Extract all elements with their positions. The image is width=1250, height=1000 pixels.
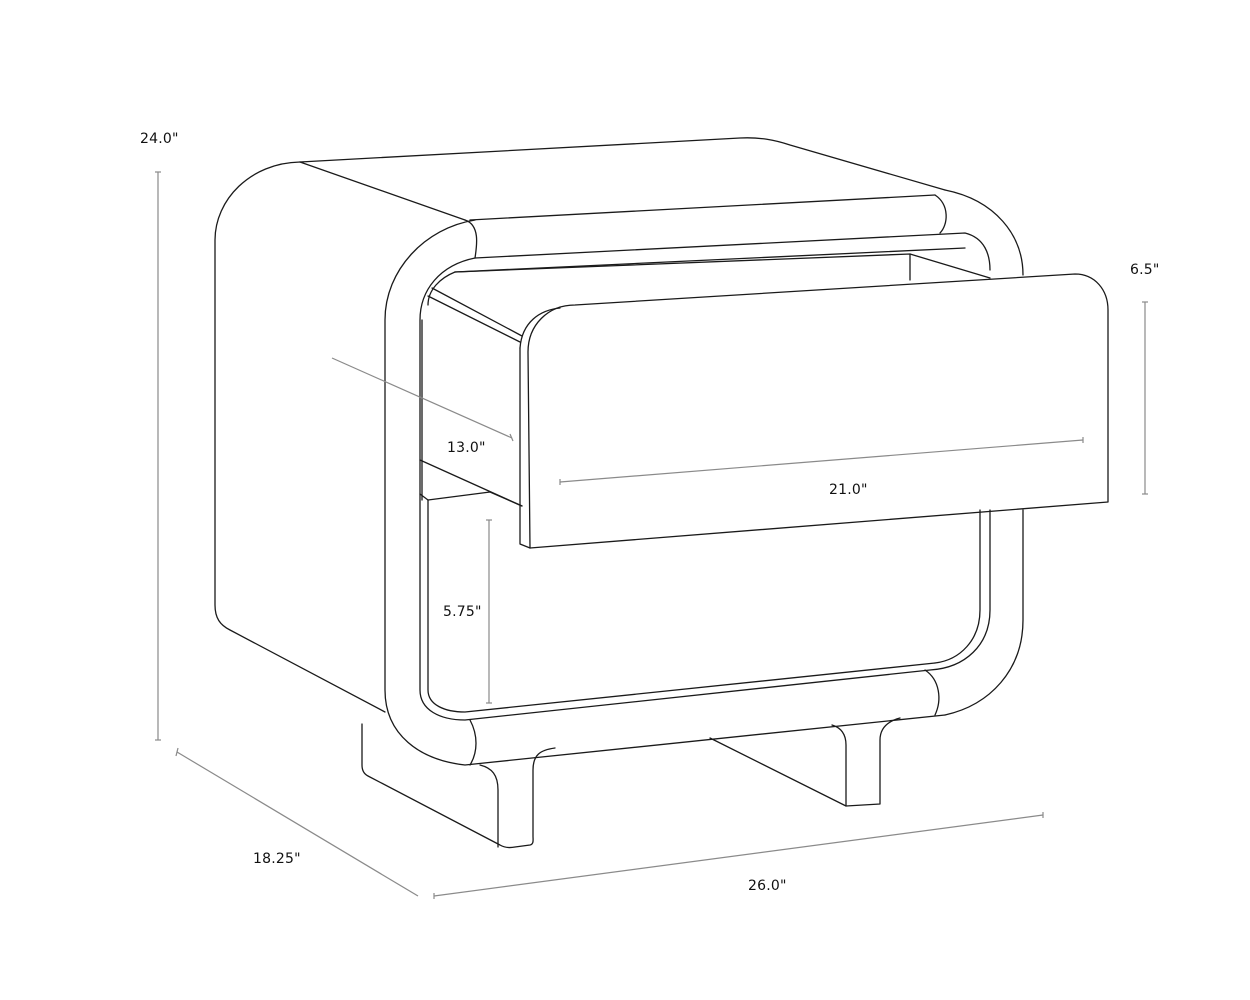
height-dimension-label: 24.0" (140, 131, 179, 147)
cabinet-body (214, 137, 1024, 716)
drawer-width-label: 21.0" (829, 482, 868, 498)
shelf-height-label: 5.75" (443, 604, 482, 620)
depth-dimension-label: 18.25" (253, 851, 301, 867)
drawer-front-height-label: 6.5" (1130, 262, 1160, 278)
drawer-box (419, 253, 991, 507)
front-frame (384, 219, 991, 766)
drawer-depth-label: 13.0" (447, 440, 486, 456)
width-dimension-label: 26.0" (748, 878, 787, 894)
dimension-lines (155, 171, 1148, 899)
drawer-front (519, 273, 1109, 549)
base-legs (361, 717, 901, 849)
